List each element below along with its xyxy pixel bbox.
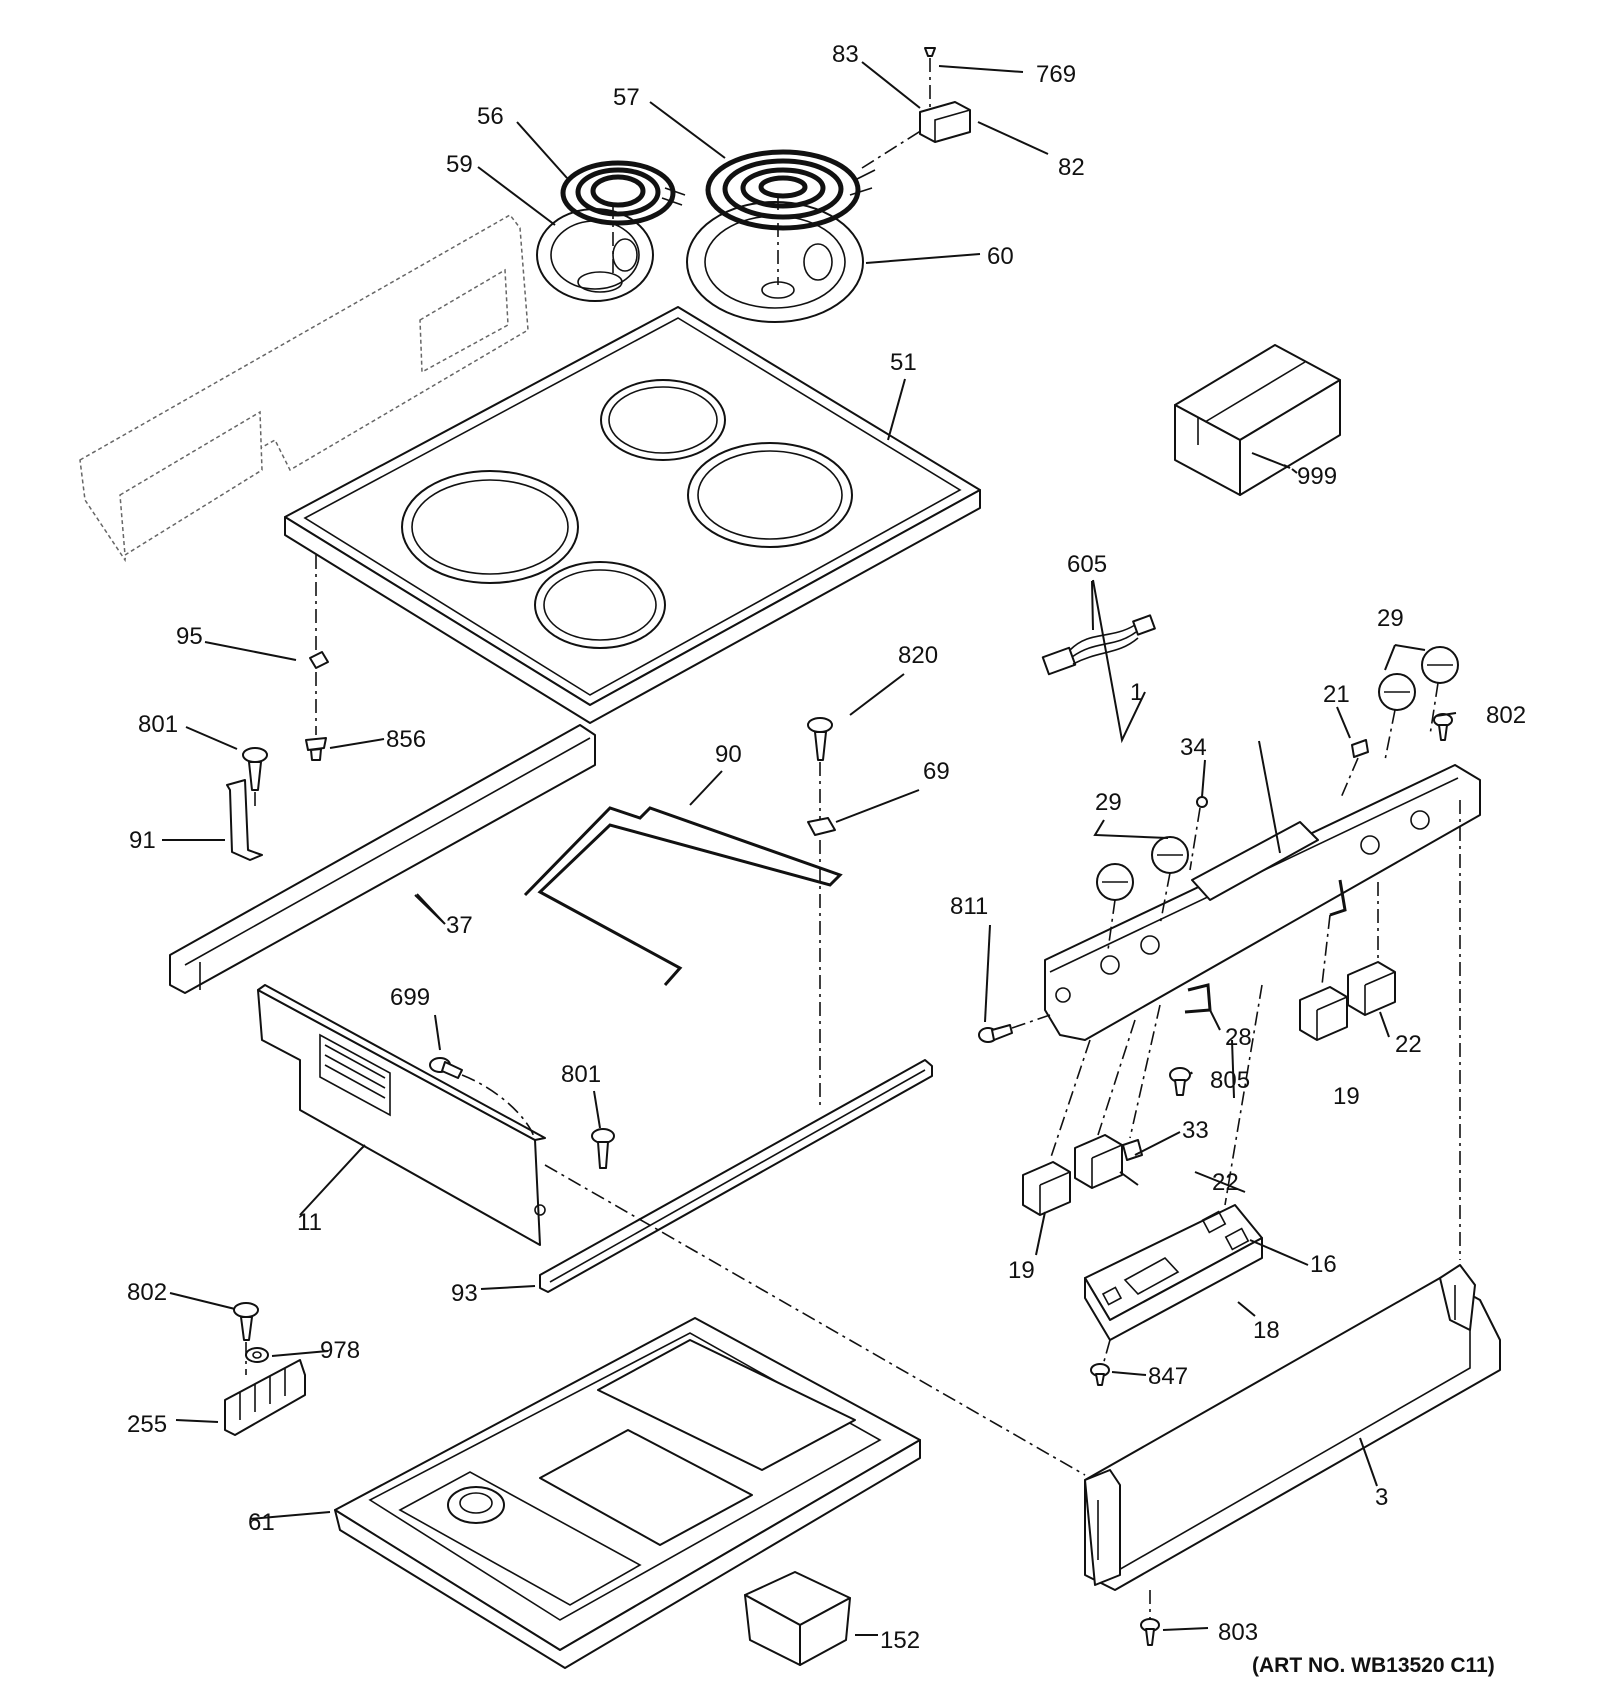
label-83: 83: [832, 41, 859, 68]
label-37: 37: [446, 912, 473, 939]
surface-element-large: [705, 149, 876, 231]
label-69: 69: [923, 758, 950, 785]
clip-69: [807, 817, 836, 836]
label-34: 34: [1180, 734, 1207, 761]
indicator-34: [1196, 796, 1208, 808]
control-panel-1: [1044, 764, 1481, 1041]
label-16: 16: [1310, 1251, 1337, 1278]
screw-802-left: [233, 1302, 259, 1341]
screw-802-right: [1433, 713, 1453, 741]
wire-harness-90: [523, 806, 843, 986]
relay-33: [1122, 1139, 1143, 1161]
bin-152: [744, 1571, 851, 1666]
label-978: 978: [320, 1337, 360, 1364]
label-847: 847: [1148, 1363, 1188, 1390]
surface-element-small: [560, 160, 686, 226]
label-61: 61: [248, 1509, 275, 1536]
label-255: 255: [127, 1411, 167, 1438]
label-33: 33: [1182, 1117, 1209, 1144]
label-57: 57: [613, 84, 640, 111]
cooktop: [284, 306, 981, 724]
label-60: 60: [987, 243, 1014, 270]
terminal-block: [919, 101, 971, 143]
label-811: 811: [950, 893, 988, 920]
label-999: 999: [1297, 463, 1337, 490]
label-152: 152: [880, 1627, 920, 1654]
label-51: 51: [890, 349, 917, 376]
label-82: 82: [1058, 154, 1085, 181]
control-knob-29-d: [1421, 646, 1459, 684]
label-605: 605: [1067, 551, 1107, 578]
screw-820: [807, 717, 833, 761]
leader-lines: [162, 61, 1457, 1636]
switch-21: [1351, 739, 1369, 758]
label-91: 91: [129, 827, 156, 854]
label-802-right: 802: [1486, 702, 1526, 729]
carton-box: [1174, 344, 1341, 496]
label-28: 28: [1225, 1024, 1252, 1051]
screw-801-center: [591, 1128, 615, 1169]
switch-19-right: [1299, 986, 1348, 1041]
control-knob-29-c: [1378, 673, 1416, 711]
label-805: 805: [1210, 1067, 1250, 1094]
label-769: 769: [1036, 61, 1076, 88]
label-1: 1: [1130, 679, 1143, 706]
front-frame-3: [1084, 1264, 1501, 1591]
rail-93: [539, 1059, 933, 1293]
label-19-right: 19: [1333, 1083, 1360, 1110]
art-number: (ART NO. WB13520 C11): [1252, 1654, 1495, 1677]
screw-847: [1090, 1363, 1110, 1386]
screw-856: [305, 737, 327, 761]
label-803: 803: [1218, 1619, 1258, 1646]
label-22-right: 22: [1395, 1031, 1422, 1058]
label-856: 856: [386, 726, 426, 753]
screw-803: [1140, 1618, 1160, 1646]
label-802-left: 802: [127, 1279, 167, 1306]
screw-801-left: [242, 747, 268, 791]
label-11: 11: [297, 1209, 322, 1236]
control-board-16: [1084, 1204, 1263, 1341]
label-19-left: 19: [1008, 1257, 1035, 1284]
control-knob-29-a: [1096, 863, 1134, 901]
label-93: 93: [451, 1280, 478, 1307]
screw-699: [429, 1057, 463, 1079]
screw-811: [978, 1024, 1013, 1043]
label-90: 90: [715, 741, 742, 768]
switch-19-left: [1022, 1161, 1071, 1216]
label-801-left: 801: [138, 711, 178, 738]
label-29-right: 29: [1377, 605, 1404, 632]
label-56: 56: [477, 103, 504, 130]
wire-harness: [1041, 614, 1156, 676]
oven-bottom-61: [334, 1317, 921, 1669]
grommet-978: [245, 1347, 269, 1363]
bracket-91: [226, 779, 263, 861]
control-knob-29-b: [1151, 836, 1189, 874]
screw-805: [1169, 1067, 1191, 1096]
rear-panel-bracket: [79, 214, 529, 563]
label-18: 18: [1253, 1317, 1280, 1344]
switch-22-left: [1074, 1134, 1123, 1189]
clip-28: [1184, 983, 1212, 1014]
label-699: 699: [390, 984, 430, 1011]
label-801-center: 801: [561, 1061, 601, 1088]
label-59: 59: [446, 151, 473, 178]
drip-pan-small: [536, 208, 654, 302]
label-820: 820: [898, 642, 938, 669]
label-3: 3: [1375, 1484, 1388, 1511]
clip-95: [309, 651, 329, 669]
label-22-left: 22: [1212, 1169, 1239, 1196]
switch-22-right: [1347, 961, 1396, 1016]
manifold-panel-11: [257, 984, 546, 1246]
label-29-left: 29: [1095, 789, 1122, 816]
drip-pan-large: [686, 201, 864, 323]
trim-strip-37: [169, 724, 596, 994]
screw-769: [924, 47, 936, 57]
label-21: 21: [1323, 681, 1350, 708]
clip-upper: [1329, 879, 1347, 917]
part-labels: 83 769 82 56 57 59 60 51 999 605 95 801 …: [127, 41, 1526, 1654]
terminal-block-255: [224, 1359, 306, 1436]
label-95: 95: [176, 623, 203, 650]
